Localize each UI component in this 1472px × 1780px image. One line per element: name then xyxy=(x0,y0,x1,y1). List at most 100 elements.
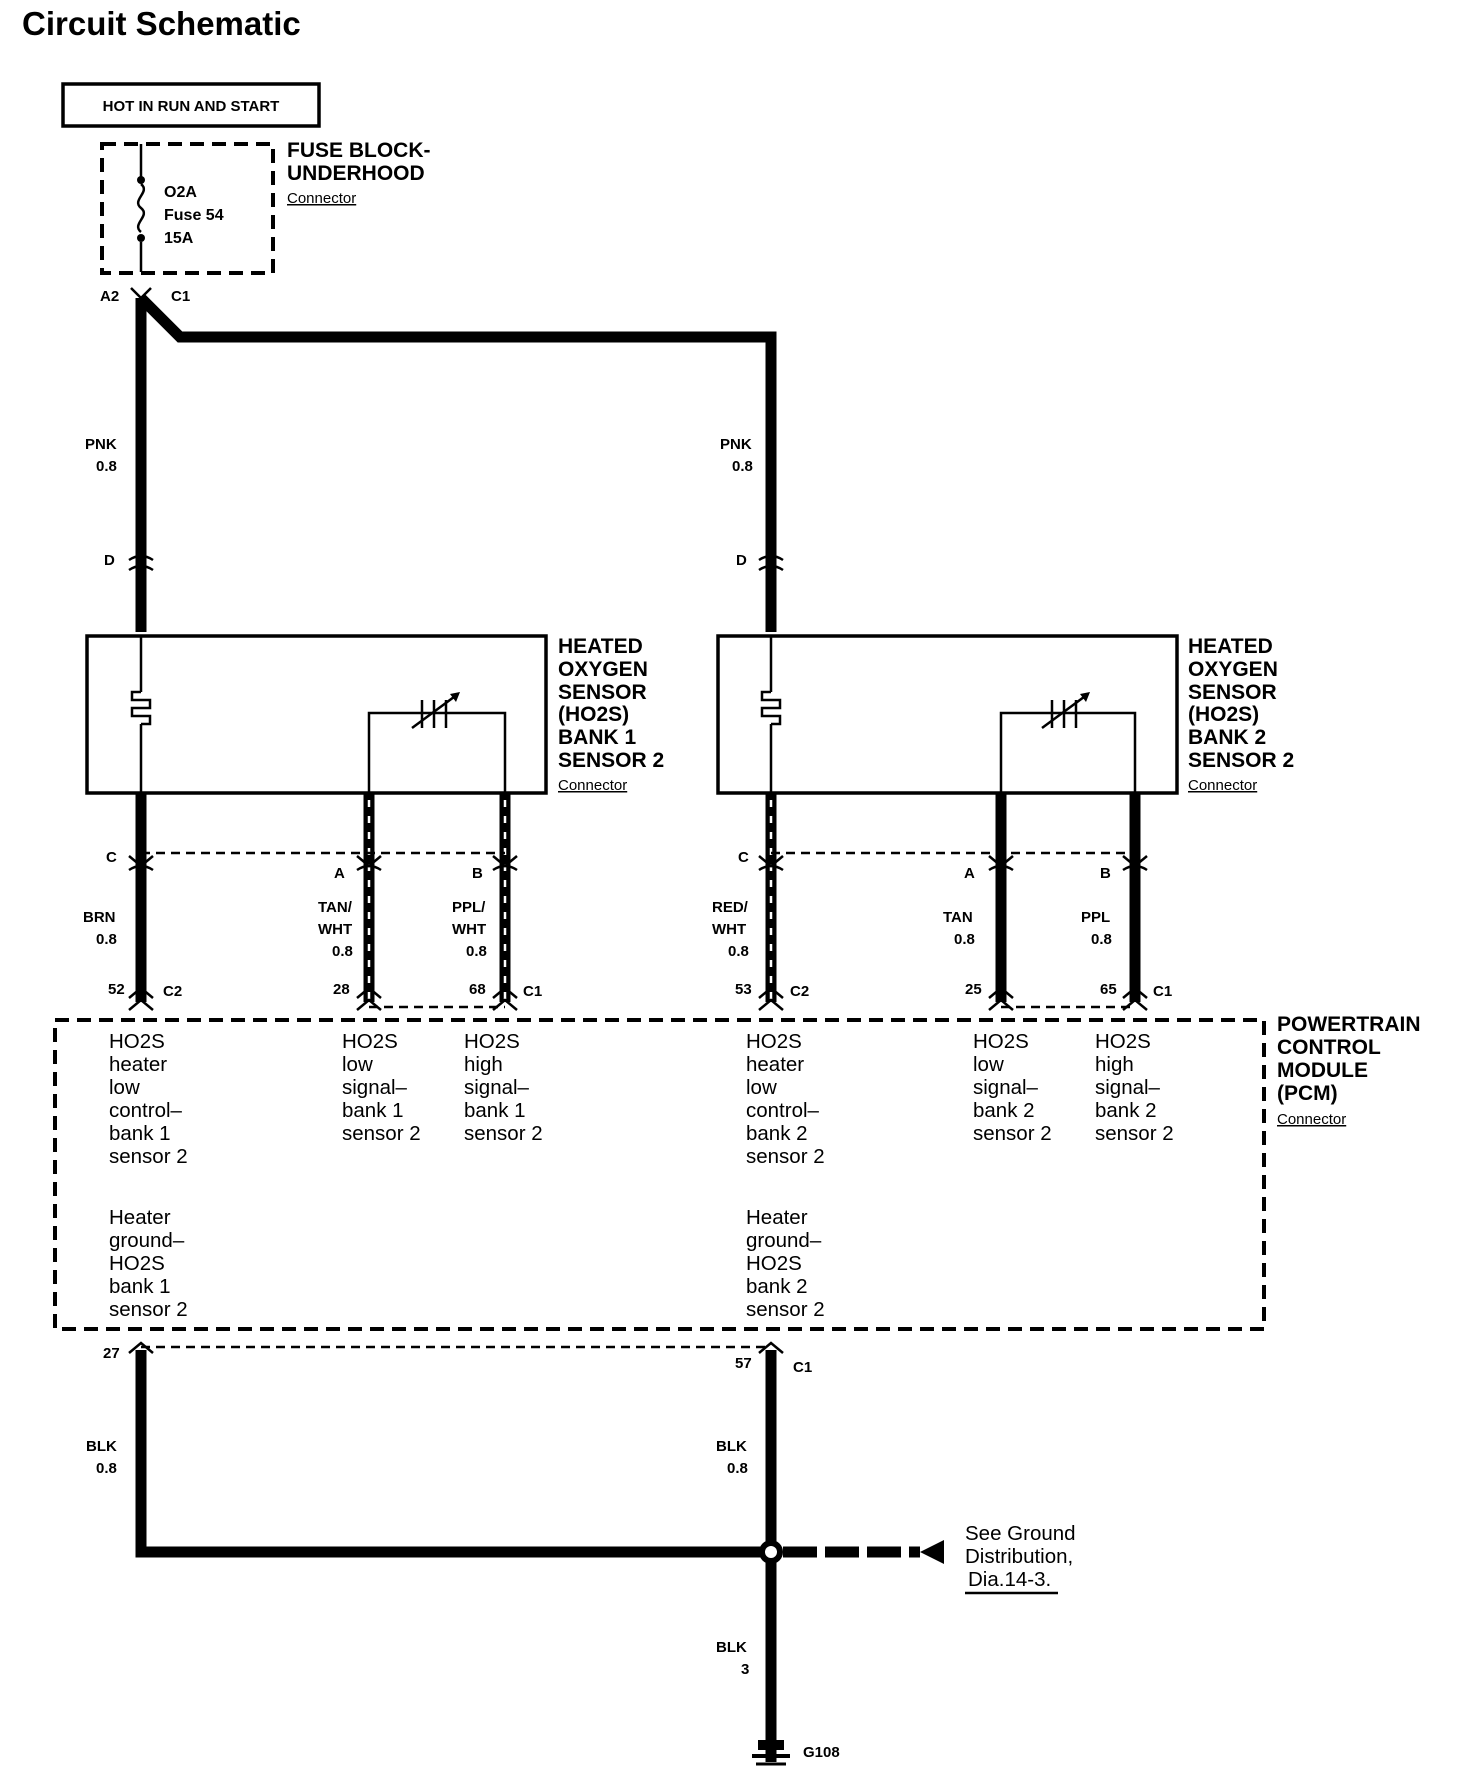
sensor2-line5: BANK 2 xyxy=(1188,726,1266,749)
ground-splice xyxy=(765,1546,777,1558)
power-source-box xyxy=(61,82,321,128)
svg-text:bank 2: bank 2 xyxy=(1095,1099,1157,1122)
feed-pin-1: D xyxy=(104,552,115,569)
svg-text:low: low xyxy=(342,1053,373,1076)
svg-text:bank 1: bank 1 xyxy=(342,1099,404,1122)
svg-text:HO2S: HO2S xyxy=(109,1030,165,1053)
svg-text:ground–: ground– xyxy=(109,1229,185,1252)
sensor1-line6: SENSOR 2 xyxy=(558,749,664,772)
wire-tan-color: TAN xyxy=(943,909,973,926)
svg-text:signal–: signal– xyxy=(973,1076,1039,1099)
fuse-rating: 15A xyxy=(164,230,194,247)
pcm-func-1: HO2S heater low control– bank 1 sensor 2 xyxy=(109,1030,188,1168)
sensor1-pin-b: B xyxy=(472,865,483,882)
feed-wire-bank2 xyxy=(137,294,777,632)
pcm-func-2: HO2S low signal– bank 1 sensor 2 xyxy=(342,1030,421,1145)
pcm-pin-28: 28 xyxy=(333,981,350,998)
svg-text:HO2S: HO2S xyxy=(746,1030,802,1053)
variable-sensor-icon-bank1 xyxy=(411,692,459,730)
sensor-bank1-box xyxy=(85,634,548,795)
svg-text:HO2S: HO2S xyxy=(746,1252,802,1275)
svg-text:HO2S: HO2S xyxy=(464,1030,520,1053)
ground-note-3[interactable]: Dia.14-3. xyxy=(968,1568,1051,1591)
variable-sensor-icon-bank2 xyxy=(1041,692,1089,730)
feed-wire-gauge-2: 0.8 xyxy=(732,458,753,475)
pcm-title-4: (PCM) xyxy=(1277,1082,1338,1105)
fuse-pin-left: A2 xyxy=(100,288,119,305)
svg-text:high: high xyxy=(464,1053,503,1076)
pcm-conn-c1-bank1: C1 xyxy=(523,983,542,1000)
svg-text:low: low xyxy=(746,1076,777,1099)
svg-text:low: low xyxy=(973,1053,1004,1076)
ground-arrow-icon xyxy=(920,1540,944,1564)
sensor2-line3: SENSOR xyxy=(1188,681,1277,704)
svg-text:bank 1: bank 1 xyxy=(109,1275,171,1298)
wire-tan-gauge: 0.8 xyxy=(954,931,975,948)
pcm-pin-65: 65 xyxy=(1100,981,1117,998)
pcm-pin-53: 53 xyxy=(735,981,752,998)
svg-text:sensor 2: sensor 2 xyxy=(1095,1122,1174,1145)
feed-wire-color-2: PNK xyxy=(720,436,752,453)
pcm-func-6: HO2S high signal– bank 2 sensor 2 xyxy=(1095,1030,1174,1145)
sensor1-line1: HEATED xyxy=(558,635,643,658)
ground-pin-27: 27 xyxy=(103,1345,120,1362)
fuse-name: Fuse 54 xyxy=(164,207,224,224)
power-source-label: HOT IN RUN AND START xyxy=(103,98,280,115)
ground-wire2-color: BLK xyxy=(716,1438,747,1455)
svg-text:bank 2: bank 2 xyxy=(746,1122,808,1145)
ground-wire2-gauge: 0.8 xyxy=(727,1460,748,1477)
svg-text:signal–: signal– xyxy=(342,1076,408,1099)
svg-text:Heater: Heater xyxy=(746,1206,808,1229)
svg-text:sensor 2: sensor 2 xyxy=(973,1122,1052,1145)
svg-text:sensor 2: sensor 2 xyxy=(464,1122,543,1145)
ground-main-gauge: 3 xyxy=(741,1661,749,1678)
fuse-block-connector: Connector xyxy=(287,190,356,207)
wire-redwht-color1: RED/ xyxy=(712,899,749,916)
pcm-ground-func-2: Heater ground– HO2S bank 2 sensor 2 xyxy=(746,1206,825,1321)
wire-ppl-gauge: 0.8 xyxy=(1091,931,1112,948)
svg-text:ground–: ground– xyxy=(746,1229,822,1252)
sensor-bank2-box xyxy=(716,634,1179,795)
ground-wire1-gauge: 0.8 xyxy=(96,1460,117,1477)
ground-wire-bank1 xyxy=(135,1350,771,1558)
sensor2-line2: OXYGEN xyxy=(1188,658,1278,681)
wire-redwht-color2: WHT xyxy=(712,921,746,938)
sensor2-line6: SENSOR 2 xyxy=(1188,749,1294,772)
sensor2-pin-c: C xyxy=(738,849,749,866)
sensor2-pin-b: B xyxy=(1100,865,1111,882)
ground-id: G108 xyxy=(803,1744,840,1761)
pcm-pin-68: 68 xyxy=(469,981,486,998)
ground-main-color: BLK xyxy=(716,1639,747,1656)
pcm-title-3: MODULE xyxy=(1277,1059,1368,1082)
svg-text:sensor 2: sensor 2 xyxy=(109,1298,188,1321)
sensor1-line3: SENSOR xyxy=(558,681,647,704)
svg-text:sensor 2: sensor 2 xyxy=(109,1145,188,1168)
sensor1-pin-c: C xyxy=(106,849,117,866)
wire-pplwht-color2: WHT xyxy=(452,921,486,938)
fuse-pin-right: C1 xyxy=(171,288,190,305)
feed-wire-color-1: PNK xyxy=(85,436,117,453)
pcm-ground-func-1: Heater ground– HO2S bank 1 sensor 2 xyxy=(109,1206,188,1321)
svg-text:control–: control– xyxy=(746,1099,820,1122)
wire-brn-color: BRN xyxy=(83,909,116,926)
sensor2-connector: Connector xyxy=(1188,777,1257,794)
fuse-block-outline xyxy=(100,142,275,275)
page-title: Circuit Schematic xyxy=(22,5,301,42)
svg-text:heater: heater xyxy=(746,1053,804,1076)
svg-text:low: low xyxy=(109,1076,140,1099)
heater-icon-bank1 xyxy=(130,690,152,726)
sensor2-pin-a: A xyxy=(964,865,975,882)
connector-d-bank2 xyxy=(758,554,784,562)
wire-redwht-gauge: 0.8 xyxy=(728,943,749,960)
sensor1-line2: OXYGEN xyxy=(558,658,648,681)
svg-text:sensor 2: sensor 2 xyxy=(746,1145,825,1168)
sensor2-line1: HEATED xyxy=(1188,635,1273,658)
svg-text:bank 2: bank 2 xyxy=(973,1099,1035,1122)
pcm-outline xyxy=(53,1018,1266,1331)
sensor1-line5: BANK 1 xyxy=(558,726,636,749)
wire-tanwht-color2: WHT xyxy=(318,921,352,938)
fuse-block-title-1: FUSE BLOCK- xyxy=(287,139,431,162)
ground-note-1: See Ground xyxy=(965,1522,1076,1545)
wire-brn-gauge: 0.8 xyxy=(96,931,117,948)
wire-tanwht-gauge: 0.8 xyxy=(332,943,353,960)
